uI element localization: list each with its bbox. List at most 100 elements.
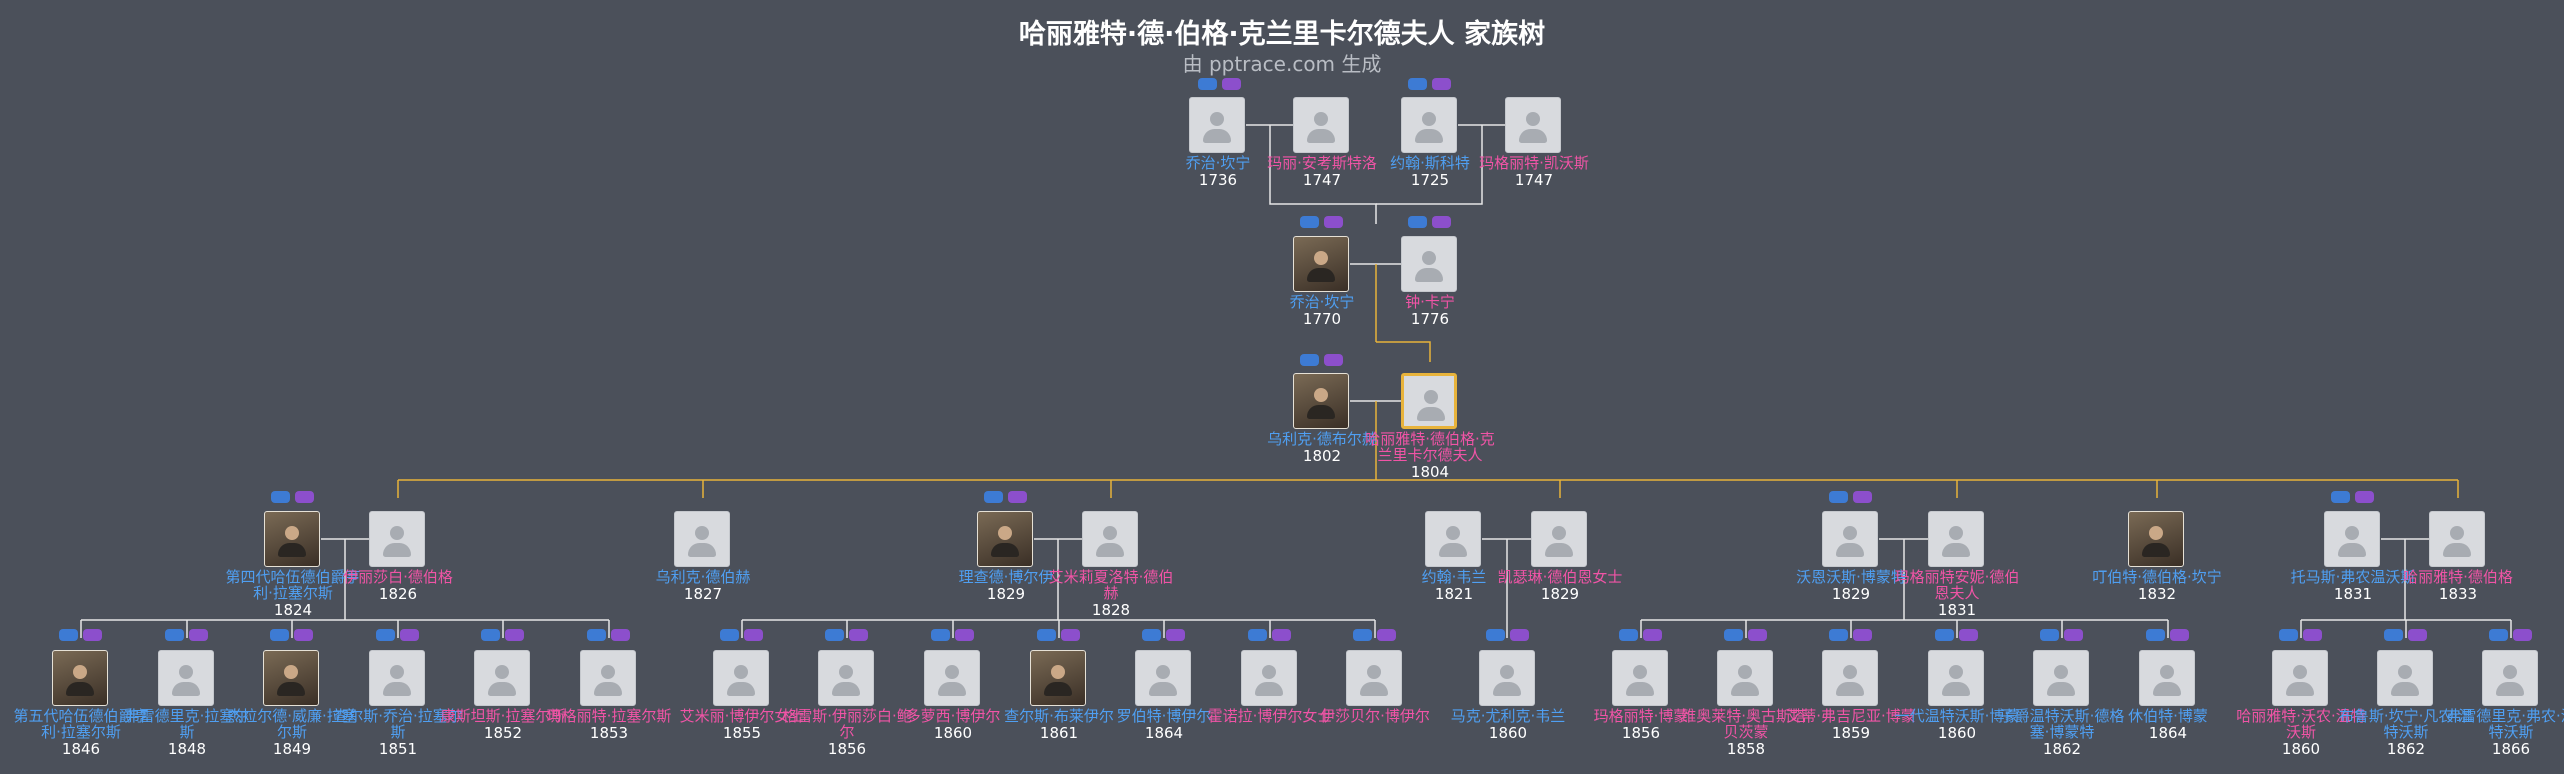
expand-ancestors-icon[interactable] — [2384, 629, 2403, 641]
expand-ancestors-icon[interactable] — [1724, 629, 1743, 641]
portrait-photo[interactable] — [263, 650, 319, 706]
expand-toggle[interactable] — [376, 629, 420, 641]
expand-ancestors-icon[interactable] — [2279, 629, 2298, 641]
expand-ancestors-icon[interactable] — [720, 629, 739, 641]
expand-descendants-icon[interactable] — [1432, 216, 1451, 228]
expand-toggle[interactable] — [2040, 629, 2084, 641]
expand-descendants-icon[interactable] — [1853, 629, 1872, 641]
expand-descendants-icon[interactable] — [2064, 629, 2083, 641]
person-placeholder-icon[interactable] — [674, 511, 730, 567]
expand-ancestors-icon[interactable] — [1935, 629, 1954, 641]
expand-ancestors-icon[interactable] — [2040, 629, 2059, 641]
expand-ancestors-icon[interactable] — [1300, 216, 1319, 228]
expand-descendants-icon[interactable] — [400, 629, 419, 641]
expand-descendants-icon[interactable] — [1510, 629, 1529, 641]
expand-descendants-icon[interactable] — [1008, 491, 1027, 503]
person-placeholder-icon[interactable] — [2139, 650, 2195, 706]
person-placeholder-icon[interactable] — [924, 650, 980, 706]
person-placeholder-icon[interactable] — [369, 511, 425, 567]
person-placeholder-icon[interactable] — [713, 650, 769, 706]
expand-descendants-icon[interactable] — [2170, 629, 2189, 641]
person-placeholder-icon[interactable] — [1612, 650, 1668, 706]
expand-descendants-icon[interactable] — [2513, 629, 2532, 641]
expand-toggle[interactable] — [931, 629, 975, 641]
expand-ancestors-icon[interactable] — [931, 629, 950, 641]
expand-ancestors-icon[interactable] — [825, 629, 844, 641]
expand-toggle[interactable] — [2384, 629, 2428, 641]
expand-descendants-icon[interactable] — [1748, 629, 1767, 641]
expand-descendants-icon[interactable] — [1959, 629, 1978, 641]
expand-toggle[interactable] — [1619, 629, 1663, 641]
expand-toggle[interactable] — [2279, 629, 2323, 641]
person-placeholder-icon[interactable] — [2377, 650, 2433, 706]
expand-toggle[interactable] — [2331, 491, 2375, 503]
expand-descendants-icon[interactable] — [83, 629, 102, 641]
expand-toggle[interactable] — [1408, 216, 1452, 228]
person-placeholder-icon[interactable] — [1928, 511, 1984, 567]
expand-descendants-icon[interactable] — [744, 629, 763, 641]
person-placeholder-icon[interactable] — [580, 650, 636, 706]
expand-descendants-icon[interactable] — [189, 629, 208, 641]
person-placeholder-icon[interactable] — [1241, 650, 1297, 706]
expand-descendants-icon[interactable] — [1643, 629, 1662, 641]
expand-ancestors-icon[interactable] — [1198, 78, 1217, 90]
expand-ancestors-icon[interactable] — [587, 629, 606, 641]
expand-toggle[interactable] — [59, 629, 103, 641]
expand-ancestors-icon[interactable] — [59, 629, 78, 641]
person-placeholder-icon[interactable] — [1135, 650, 1191, 706]
person-placeholder-icon[interactable] — [1189, 97, 1245, 153]
person-placeholder-icon[interactable] — [1401, 236, 1457, 292]
person-placeholder-icon[interactable] — [1425, 511, 1481, 567]
expand-descendants-icon[interactable] — [1853, 491, 1872, 503]
expand-toggle[interactable] — [587, 629, 631, 641]
expand-descendants-icon[interactable] — [2303, 629, 2322, 641]
expand-ancestors-icon[interactable] — [165, 629, 184, 641]
expand-ancestors-icon[interactable] — [376, 629, 395, 641]
expand-toggle[interactable] — [271, 491, 315, 503]
expand-ancestors-icon[interactable] — [1829, 491, 1848, 503]
person-placeholder-icon[interactable] — [474, 650, 530, 706]
expand-toggle[interactable] — [1248, 629, 1292, 641]
portrait-photo[interactable] — [1293, 373, 1349, 429]
expand-toggle[interactable] — [984, 491, 1028, 503]
expand-ancestors-icon[interactable] — [271, 491, 290, 503]
person-placeholder-icon[interactable] — [1822, 650, 1878, 706]
expand-descendants-icon[interactable] — [1432, 78, 1451, 90]
expand-descendants-icon[interactable] — [1222, 78, 1241, 90]
person-placeholder-icon[interactable] — [2324, 511, 2380, 567]
portrait-photo[interactable] — [264, 511, 320, 567]
expand-toggle[interactable] — [1724, 629, 1768, 641]
expand-descendants-icon[interactable] — [295, 491, 314, 503]
expand-ancestors-icon[interactable] — [1408, 78, 1427, 90]
expand-toggle[interactable] — [270, 629, 314, 641]
expand-descendants-icon[interactable] — [1061, 629, 1080, 641]
expand-toggle[interactable] — [1829, 629, 1873, 641]
expand-toggle[interactable] — [1037, 629, 1081, 641]
expand-toggle[interactable] — [1198, 78, 1242, 90]
expand-ancestors-icon[interactable] — [1408, 216, 1427, 228]
person-placeholder-icon[interactable] — [1531, 511, 1587, 567]
expand-toggle[interactable] — [1935, 629, 1979, 641]
person-placeholder-icon[interactable] — [2033, 650, 2089, 706]
person-placeholder-icon[interactable] — [1346, 650, 1402, 706]
person-placeholder-icon[interactable] — [818, 650, 874, 706]
expand-ancestors-icon[interactable] — [1486, 629, 1505, 641]
person-placeholder-icon[interactable] — [1928, 650, 1984, 706]
portrait-photo[interactable] — [977, 511, 1033, 567]
expand-ancestors-icon[interactable] — [1300, 354, 1319, 366]
person-placeholder-icon[interactable] — [2429, 511, 2485, 567]
person-placeholder-icon[interactable] — [1401, 97, 1457, 153]
expand-descendants-icon[interactable] — [849, 629, 868, 641]
expand-toggle[interactable] — [825, 629, 869, 641]
portrait-photo[interactable] — [1030, 650, 1086, 706]
expand-toggle[interactable] — [1486, 629, 1530, 641]
expand-ancestors-icon[interactable] — [1248, 629, 1267, 641]
expand-toggle[interactable] — [1408, 78, 1452, 90]
expand-toggle[interactable] — [1300, 216, 1344, 228]
expand-ancestors-icon[interactable] — [2146, 629, 2165, 641]
person-placeholder-icon[interactable] — [2272, 650, 2328, 706]
person-placeholder-icon[interactable] — [1717, 650, 1773, 706]
expand-toggle[interactable] — [1353, 629, 1397, 641]
expand-ancestors-icon[interactable] — [984, 491, 1003, 503]
expand-ancestors-icon[interactable] — [2489, 629, 2508, 641]
